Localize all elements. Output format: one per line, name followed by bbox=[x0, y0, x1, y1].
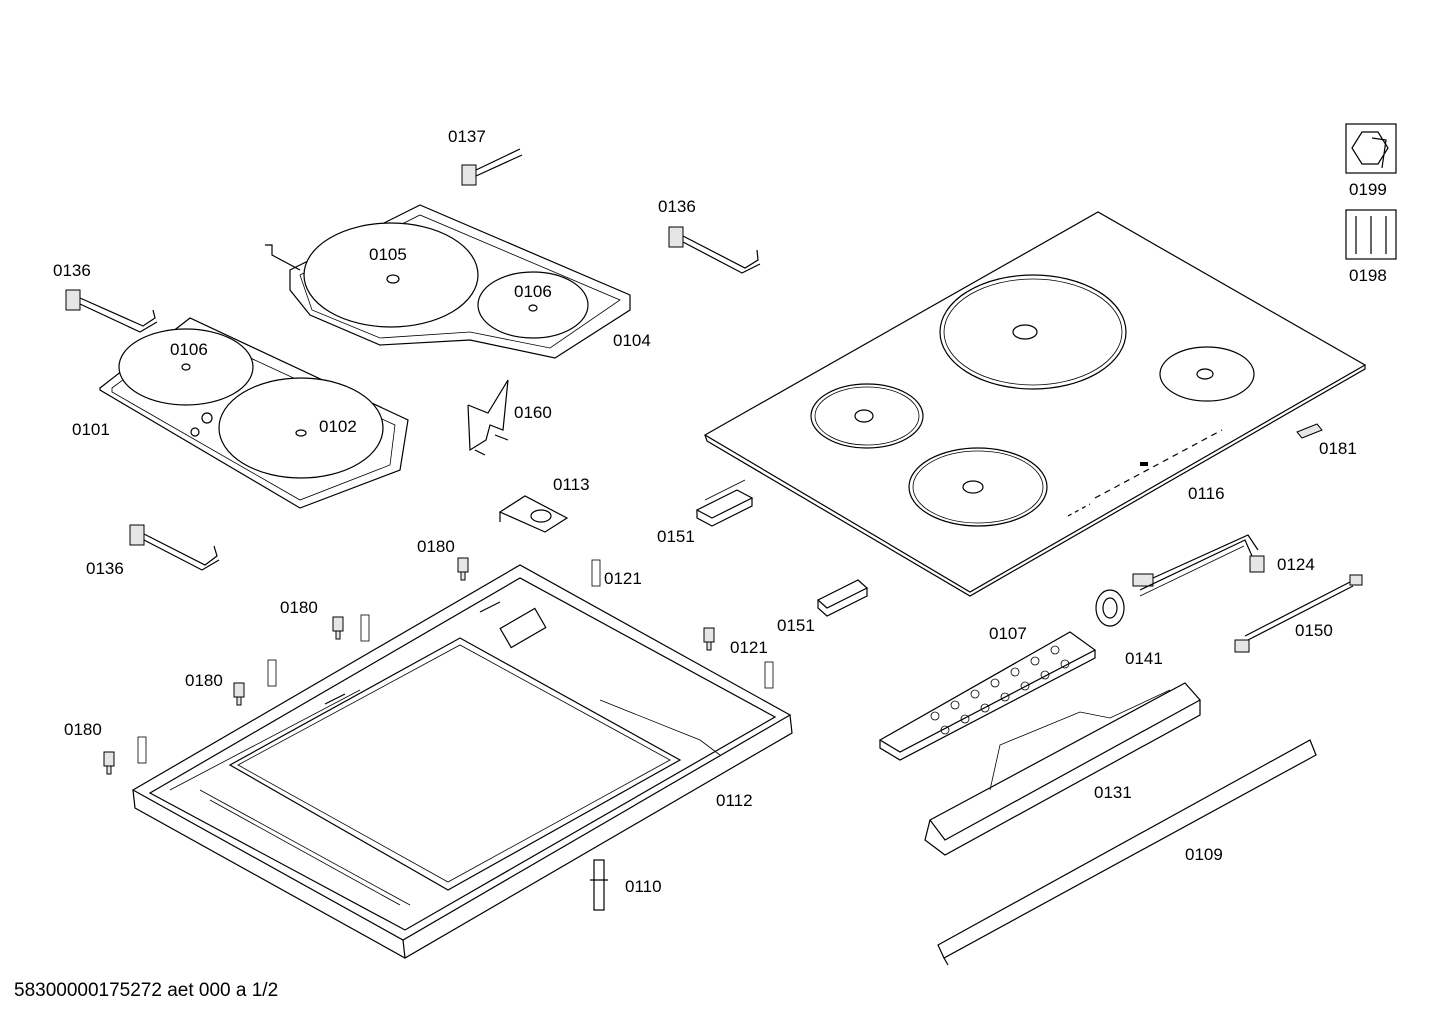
foot-0121-part[interactable] bbox=[703, 627, 715, 651]
label-0102: 0102 bbox=[319, 417, 357, 436]
label-0151-upper: 0151 bbox=[657, 527, 695, 546]
clip-0151-lower-part[interactable] bbox=[816, 579, 869, 617]
label-0112: 0112 bbox=[716, 791, 753, 810]
plug-0110-part[interactable] bbox=[590, 859, 608, 911]
glass-cooktop-part[interactable] bbox=[703, 211, 1367, 597]
label-0180-d: 0180 bbox=[64, 720, 102, 739]
label-0101: 0101 bbox=[72, 420, 110, 439]
clip-0151-upper-part[interactable] bbox=[695, 479, 754, 527]
part-0181[interactable] bbox=[1296, 423, 1323, 439]
label-0113: 0113 bbox=[553, 475, 590, 494]
label-0121-b: 0121 bbox=[730, 638, 768, 657]
rail-0109-part[interactable] bbox=[937, 739, 1317, 966]
harness-0124-part[interactable] bbox=[1132, 534, 1265, 597]
support-0131-part[interactable] bbox=[924, 682, 1201, 856]
label-0121-a: 0121 bbox=[604, 569, 642, 588]
label-0151-lower: 0151 bbox=[777, 616, 815, 635]
cable-0136-left-part[interactable] bbox=[65, 289, 158, 333]
label-0136-top: 0136 bbox=[658, 197, 696, 216]
label-0104: 0104 bbox=[613, 331, 651, 350]
control-board-0107-part[interactable] bbox=[878, 631, 1097, 761]
coil-carrier-plate-part[interactable] bbox=[265, 204, 631, 359]
label-0160: 0160 bbox=[514, 403, 552, 422]
label-0110: 0110 bbox=[625, 877, 662, 896]
label-0180-c: 0180 bbox=[185, 671, 223, 690]
ring-0141-part[interactable] bbox=[1095, 589, 1125, 627]
label-0109: 0109 bbox=[1185, 845, 1223, 864]
label-0180-b: 0180 bbox=[280, 598, 318, 617]
label-0180-a: 0180 bbox=[417, 537, 455, 556]
label-0136-left: 0136 bbox=[53, 261, 91, 280]
label-0198: 0198 bbox=[1349, 266, 1387, 285]
harness-0150-part[interactable] bbox=[1234, 574, 1363, 653]
label-0105: 0105 bbox=[369, 245, 407, 264]
cable-0136-bottom-part[interactable] bbox=[129, 524, 220, 571]
document-footer: 58300000175272 aet 000 a 1/2 bbox=[14, 980, 279, 1001]
label-0106-lower: 0106 bbox=[170, 340, 208, 359]
wrench-nut-icon bbox=[1345, 123, 1397, 174]
label-0137: 0137 bbox=[448, 127, 486, 146]
foot-0180-a-part[interactable] bbox=[457, 557, 469, 581]
bracket-0160-part[interactable] bbox=[467, 379, 509, 456]
label-0136-bottom: 0136 bbox=[86, 559, 124, 578]
label-0124: 0124 bbox=[1277, 555, 1315, 574]
label-0107: 0107 bbox=[989, 624, 1027, 643]
foot-0180-b-part[interactable] bbox=[332, 616, 344, 640]
foot-0180-d-part[interactable] bbox=[103, 751, 115, 775]
cable-0137-part[interactable] bbox=[461, 148, 523, 186]
label-0199: 0199 bbox=[1349, 180, 1387, 199]
label-0106-upper: 0106 bbox=[514, 282, 552, 301]
induction-coil-carrier-part[interactable] bbox=[99, 317, 409, 509]
screws-icon bbox=[1345, 209, 1397, 260]
cable-0136-top-part[interactable] bbox=[668, 226, 761, 274]
label-0131: 0131 bbox=[1094, 783, 1132, 802]
bottom-tray-part[interactable] bbox=[131, 564, 793, 959]
bracket-0113-part[interactable] bbox=[498, 495, 569, 533]
label-0181: 0181 bbox=[1319, 439, 1357, 458]
label-0150: 0150 bbox=[1295, 621, 1333, 640]
foot-0180-c-part[interactable] bbox=[233, 682, 245, 706]
label-0141: 0141 bbox=[1125, 649, 1163, 668]
label-0116: 0116 bbox=[1188, 484, 1225, 503]
springs-0121-part[interactable] bbox=[137, 559, 774, 764]
